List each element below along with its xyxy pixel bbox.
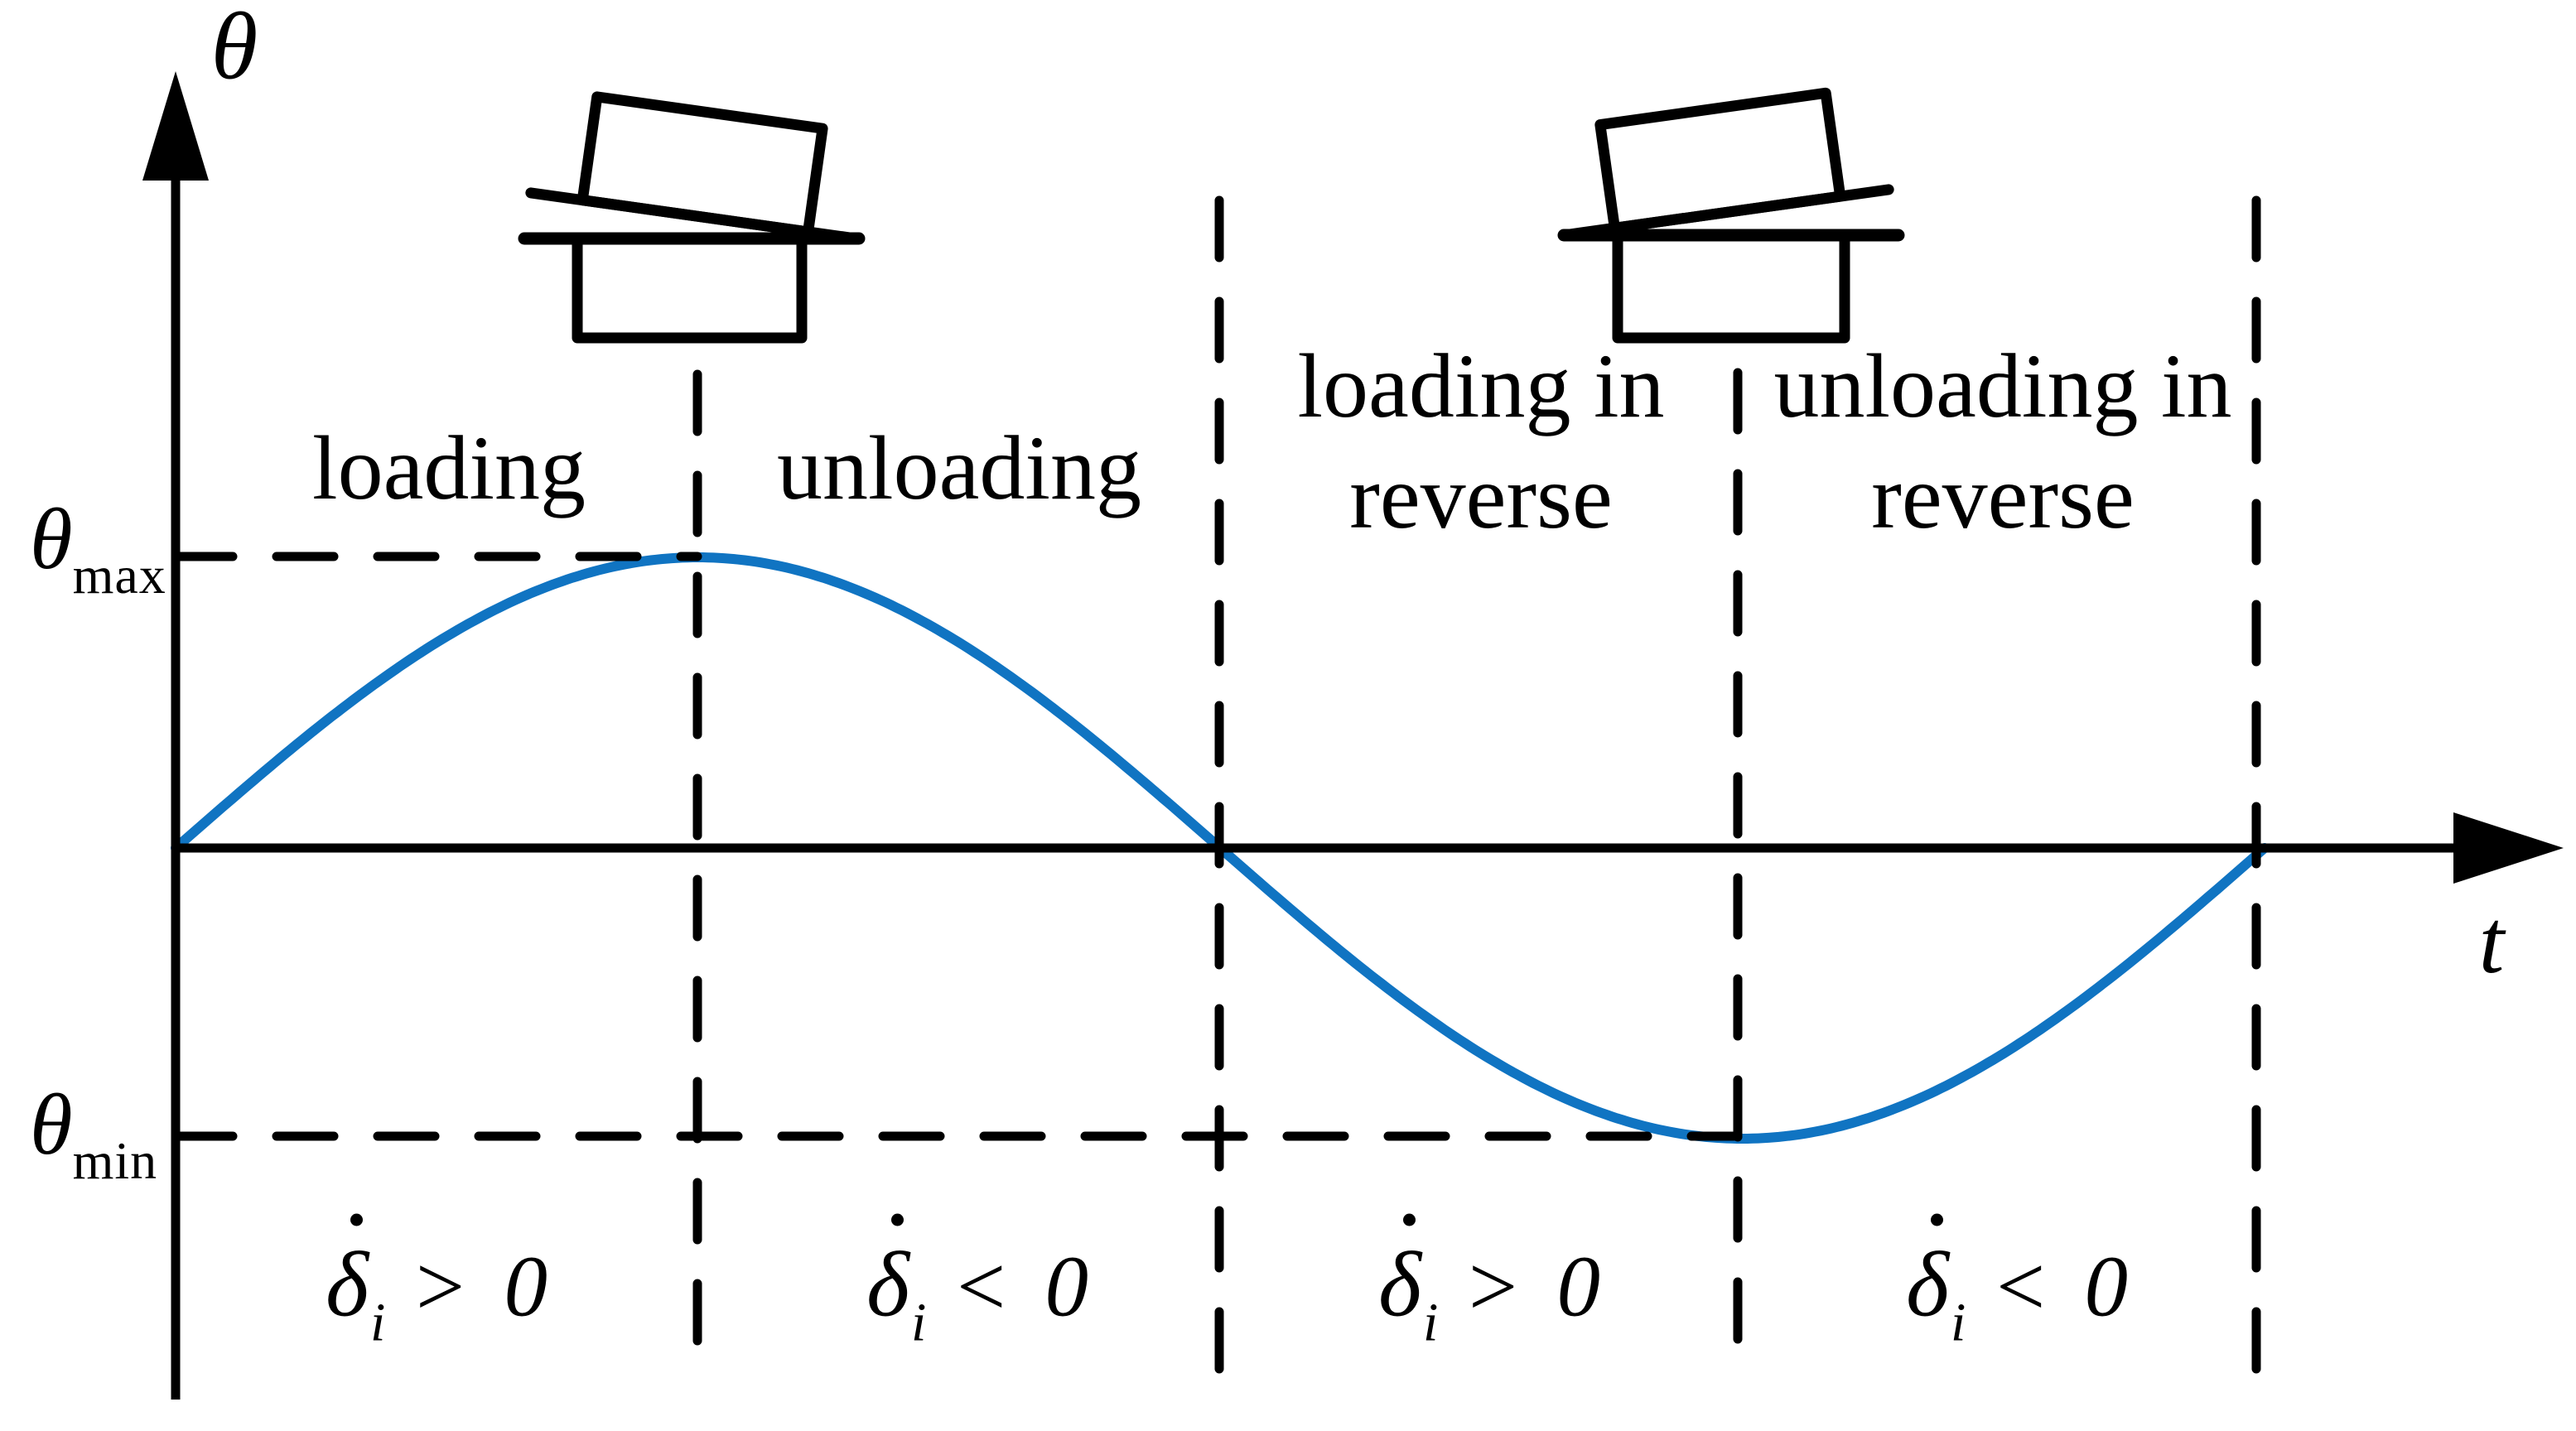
theta-max-label: θmax <box>30 495 166 602</box>
subscript-i: i <box>911 1292 927 1353</box>
axes <box>171 170 2458 1400</box>
delta-symbol: δ <box>1377 1233 1422 1337</box>
phase-label-loading-in-reverse: loading in reverse <box>1297 330 1664 552</box>
delta-symbol: δ <box>325 1233 369 1337</box>
phase-label-loading: loading <box>312 412 586 523</box>
delta-symbol: δ <box>1905 1233 1950 1337</box>
condition-phase-4: δi < 0 <box>1905 1213 2129 1353</box>
rocking-block-pictogram-negative <box>1557 87 1905 344</box>
phase-label-line: loading in <box>1297 335 1665 436</box>
phase-label-line: reverse <box>1871 446 2135 547</box>
subscript-i: i <box>1951 1292 1966 1353</box>
phase-label-line: unloading <box>777 417 1141 518</box>
relation-text: < 0 <box>951 1237 1089 1335</box>
relation-text: > 0 <box>1463 1237 1601 1335</box>
overdot-icon <box>1931 1213 1944 1226</box>
x-axis-arrowhead-icon <box>2453 812 2564 884</box>
delta-symbol: δ <box>866 1233 910 1337</box>
theta-min-base: θ <box>30 1076 73 1173</box>
subscript-i: i <box>1423 1292 1439 1353</box>
y-axis-label: θ <box>210 0 258 99</box>
tilted-block-group <box>525 91 861 244</box>
theta-max-base: θ <box>30 490 73 587</box>
phase-label-line: unloading in <box>1773 335 2232 436</box>
relation-text: < 0 <box>1990 1237 2129 1335</box>
phase-label-line: reverse <box>1349 446 1613 547</box>
overdot-icon <box>350 1213 364 1226</box>
theta-max-subscript: max <box>72 546 166 605</box>
phase-label-unloading-in-reverse: unloading in reverse <box>1773 330 2231 552</box>
relation-text: > 0 <box>410 1237 548 1335</box>
base-box <box>1612 240 1850 344</box>
condition-phase-3: δi > 0 <box>1377 1213 1601 1353</box>
dashed-lines <box>171 195 2261 1381</box>
x-axis-label: t <box>2478 891 2505 992</box>
overdot-icon <box>891 1213 904 1226</box>
interface-line <box>1558 184 1894 241</box>
phase-label-line: loading <box>312 417 586 518</box>
condition-phase-1: δi > 0 <box>325 1213 548 1353</box>
theta-min-subscript: min <box>72 1131 158 1190</box>
interface-line <box>525 187 861 244</box>
theta-min-label: θmin <box>30 1081 157 1188</box>
tilted-block-group <box>1558 87 1894 241</box>
condition-phase-2: δi < 0 <box>866 1213 1089 1353</box>
subscript-i: i <box>370 1292 386 1353</box>
rocking-block-pictogram-positive <box>518 91 866 344</box>
overdot-icon <box>1403 1213 1416 1226</box>
y-axis-arrowhead-icon <box>142 71 209 181</box>
base-box <box>572 243 808 344</box>
phase-label-unloading: unloading <box>777 412 1141 523</box>
